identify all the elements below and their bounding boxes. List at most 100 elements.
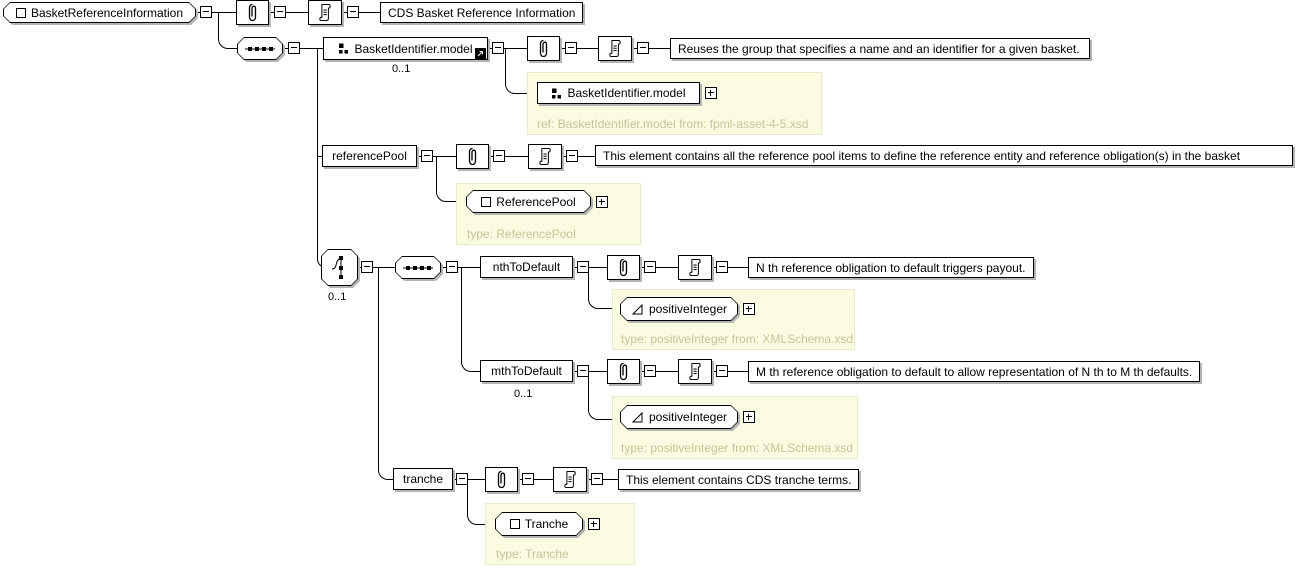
connector: [632, 48, 670, 49]
connector: [269, 12, 308, 13]
type-box-positiveinteger[interactable]: positiveInteger: [620, 297, 738, 321]
collapse-icon[interactable]: [637, 42, 649, 54]
choice-icon[interactable]: [321, 249, 358, 286]
element-box-basketreferenceinformation[interactable]: BasketReferenceInformation: [3, 2, 196, 23]
collapse-icon[interactable]: [522, 473, 534, 485]
annotation-box[interactable]: [308, 0, 342, 25]
collapse-icon[interactable]: [200, 6, 212, 18]
sequence-icon[interactable]: [395, 256, 441, 279]
connector: [342, 12, 380, 13]
group-label: BasketIdentifier.model: [354, 41, 473, 56]
collapse-icon[interactable]: [566, 150, 578, 162]
attributes-box[interactable]: [456, 144, 489, 169]
attributes-box[interactable]: [236, 0, 269, 25]
scroll-icon: [319, 4, 331, 21]
connector: [640, 267, 678, 268]
attributes-box[interactable]: [607, 255, 640, 280]
collapse-icon[interactable]: [644, 365, 656, 377]
collapse-icon[interactable]: [716, 365, 728, 377]
annotation-text[interactable]: This element contains all the reference …: [595, 145, 1293, 166]
simple-type-icon: [631, 303, 644, 316]
element-box-tranche[interactable]: tranche: [393, 468, 453, 490]
type-box-tranche[interactable]: Tranche: [495, 512, 583, 536]
element-icon: [481, 197, 491, 207]
connector: [588, 371, 613, 420]
attributes-box[interactable]: [527, 36, 560, 61]
expand-icon[interactable]: [743, 411, 755, 423]
annotation-text[interactable]: Reuses the group that specifies a name a…: [670, 38, 1090, 59]
model-group-icon: [552, 88, 562, 98]
attributes-box[interactable]: [607, 359, 640, 384]
scroll-icon: [539, 148, 551, 165]
connector: [640, 371, 678, 372]
type-caption: type: Tranche: [496, 547, 569, 561]
type-label: positiveInteger: [648, 302, 728, 316]
type-box-positiveinteger[interactable]: positiveInteger: [620, 405, 738, 429]
collapse-icon[interactable]: [446, 261, 458, 273]
connector: [218, 12, 238, 49]
annotation-box[interactable]: [678, 359, 712, 384]
paperclip-icon: [497, 470, 506, 489]
group-box-basketidentifier-model[interactable]: BasketIdentifier.model: [323, 37, 488, 60]
element-label: BasketReferenceInformation: [30, 5, 184, 20]
connector: [317, 156, 323, 157]
element-box-mthtodefault[interactable]: mthToDefault: [480, 360, 573, 382]
model-group-icon: [339, 43, 349, 54]
scroll-icon: [609, 40, 621, 57]
collapse-icon[interactable]: [274, 6, 286, 18]
annotation-box[interactable]: [528, 144, 562, 169]
annotation-box[interactable]: [598, 36, 632, 61]
sequence-glyph-icon: [245, 45, 275, 53]
collapse-icon[interactable]: [492, 42, 504, 54]
occurrence-label: 0..1: [514, 388, 533, 400]
element-label: mthToDefault: [491, 364, 562, 378]
collapse-icon[interactable]: [644, 261, 656, 273]
occurrence-label: 0..1: [392, 63, 411, 75]
occurrence-label: 0..1: [328, 291, 347, 303]
annotation-text[interactable]: N th reference obligation to default tri…: [748, 257, 1034, 278]
element-box-referencepool[interactable]: referencePool: [322, 145, 417, 167]
paperclip-icon: [539, 39, 548, 58]
type-label: ReferencePool: [496, 194, 576, 209]
collapse-icon[interactable]: [456, 473, 468, 485]
paperclip-icon: [619, 258, 628, 277]
annotation-text[interactable]: This element contains CDS tranche terms.: [618, 469, 860, 490]
type-caption: ref: BasketIdentifier.model from: fpml-a…: [537, 117, 809, 131]
annotation-text[interactable]: M th reference obligation to default to …: [748, 361, 1201, 382]
type-box-referencepool[interactable]: ReferencePool: [466, 190, 591, 213]
collapse-icon[interactable]: [565, 42, 577, 54]
connector: [712, 371, 748, 372]
referenced-group-box[interactable]: BasketIdentifier.model: [537, 82, 700, 104]
sequence-icon[interactable]: [237, 37, 283, 60]
collapse-icon[interactable]: [577, 365, 589, 377]
type-label: positiveInteger: [648, 410, 728, 424]
sequence-glyph-icon: [403, 264, 433, 272]
collapse-icon[interactable]: [361, 261, 373, 273]
connector: [461, 267, 481, 372]
connector: [283, 48, 323, 49]
collapse-icon[interactable]: [493, 150, 505, 162]
connector: [588, 267, 613, 309]
paperclip-icon: [619, 362, 628, 381]
collapse-icon[interactable]: [591, 473, 603, 485]
element-label: referencePool: [332, 149, 407, 163]
collapse-icon[interactable]: [288, 42, 300, 54]
element-box-nthtodefault[interactable]: nthToDefault: [480, 256, 573, 278]
goto-definition-icon[interactable]: [475, 48, 486, 59]
expand-icon[interactable]: [705, 87, 717, 99]
expand-icon[interactable]: [596, 196, 608, 208]
annotation-text[interactable]: CDS Basket Reference Information: [380, 2, 584, 23]
annotation-box[interactable]: [553, 467, 587, 492]
expand-icon[interactable]: [588, 518, 600, 530]
choice-glyph-icon: [332, 255, 348, 281]
collapse-icon[interactable]: [577, 261, 589, 273]
paperclip-icon: [468, 147, 477, 166]
collapse-icon[interactable]: [421, 150, 433, 162]
expand-icon[interactable]: [743, 303, 755, 315]
annotation-box[interactable]: [678, 255, 712, 280]
attributes-box[interactable]: [485, 467, 518, 492]
collapse-icon[interactable]: [716, 261, 728, 273]
element-label: tranche: [402, 472, 444, 486]
collapse-icon[interactable]: [347, 6, 359, 18]
